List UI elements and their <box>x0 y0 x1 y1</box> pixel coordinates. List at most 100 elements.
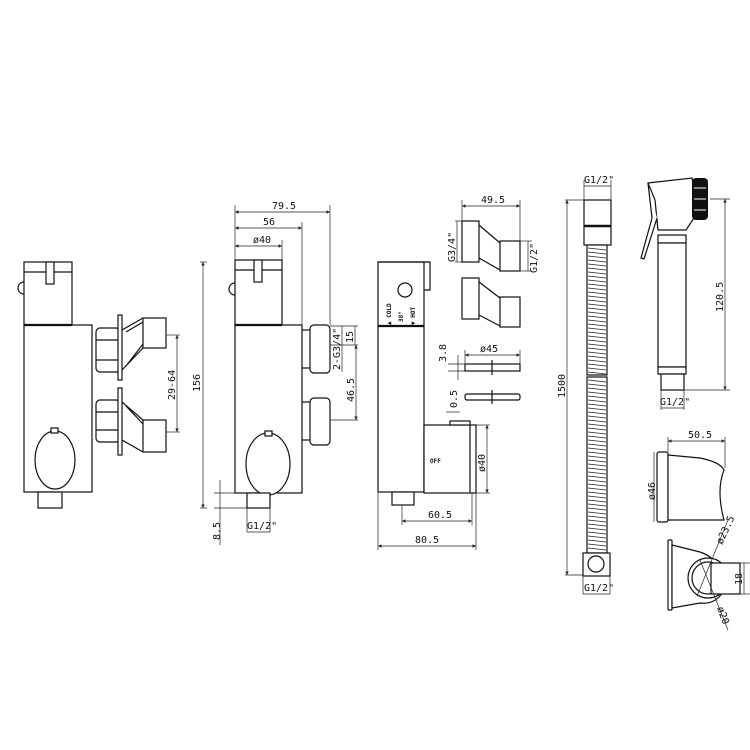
hose-rib <box>587 363 607 367</box>
hose-rib <box>587 399 607 403</box>
hose-rib <box>587 271 607 275</box>
spray-head: 120.5 G1/2" <box>640 177 730 410</box>
hose-rib <box>587 535 607 539</box>
hose-rib <box>587 359 607 363</box>
valve-view: ▲ COLD 38° ▼ HOT OFF ø40 60.5 80.5 <box>377 261 490 550</box>
side-lower-inlet <box>95 387 167 456</box>
hose-rib <box>587 475 607 479</box>
hose-rib <box>587 499 607 503</box>
hose-rib <box>587 471 607 475</box>
hose-rib <box>587 315 607 319</box>
dim-spray-length: 120.5 <box>715 282 726 312</box>
hose: G1/2" 1500 G1/2" <box>557 175 614 595</box>
temperature-indicator-icon <box>397 282 413 298</box>
side-handle-slot <box>45 261 55 285</box>
side-upper-inlet <box>95 314 167 381</box>
hose-rib <box>587 263 607 267</box>
hose-rib <box>587 467 607 471</box>
dim-knob-diameter: ø40 <box>477 454 488 472</box>
hose-rib <box>587 451 607 455</box>
dim-width-total: 79.5 <box>272 201 296 212</box>
hose-rib <box>587 319 607 323</box>
dim-ring-inner: ø20 <box>714 605 731 626</box>
side-view: 29-64 156 <box>17 261 207 509</box>
side-knob <box>34 430 76 490</box>
hose-rib <box>587 407 607 411</box>
hose-rib <box>587 311 607 315</box>
side-button <box>17 281 25 295</box>
hose-rib <box>587 539 607 543</box>
dim-hose-bottom-thread: G1/2" <box>584 583 614 594</box>
hose-rib <box>587 383 607 387</box>
hose-rib <box>587 455 607 459</box>
hose-rib <box>587 479 607 483</box>
hose-rib <box>587 447 607 451</box>
hose-rib <box>587 531 607 535</box>
hose-rib <box>587 483 607 487</box>
hose-rib <box>587 347 607 351</box>
hose-rib <box>587 299 607 303</box>
dim-washer-thickness: 3.8 <box>438 344 449 362</box>
hose-rib <box>587 507 607 511</box>
hose-rib <box>587 527 607 531</box>
hose-rib <box>587 351 607 355</box>
washers: ø45 3.8 0.5 <box>438 344 521 413</box>
hose-rib <box>587 435 607 439</box>
dim-inlet-distance: 46.5 <box>346 378 357 402</box>
wall-holder: 50.5 ø46 ø23.5 ø20 18 <box>647 430 750 631</box>
dim-elbow-inlet-thread: G3/4" <box>447 232 458 262</box>
hose-rib <box>587 255 607 259</box>
dim-width-body: 56 <box>263 217 275 228</box>
hose-rib <box>587 283 607 287</box>
hose-rib <box>587 267 607 271</box>
dim-elbow-outlet-thread: G1/2" <box>529 243 540 273</box>
hose-rib <box>587 415 607 419</box>
hose-rib <box>587 339 607 343</box>
hose-rib <box>587 515 607 519</box>
dim-hose-top-thread: G1/2" <box>584 175 614 186</box>
hose-rib <box>587 431 607 435</box>
hose-rib <box>587 543 607 547</box>
dim-holder-arm: 18 <box>734 573 745 585</box>
hose-rib <box>587 463 607 467</box>
hose-rib <box>587 495 607 499</box>
dim-elbow-length: 49.5 <box>481 195 505 206</box>
label-off: OFF <box>430 458 441 465</box>
front-view: 79.5 56 ø40 2-G3/4" 15 46.5 8.5 G1/2" <box>212 201 358 545</box>
hose-rib <box>587 379 607 383</box>
hose-rib <box>587 411 607 415</box>
hose-rib <box>587 423 607 427</box>
label-temp: 38° <box>398 311 405 322</box>
hose-rib <box>587 327 607 331</box>
hose-rib <box>587 295 607 299</box>
hose-rib <box>587 343 607 347</box>
dim-outlet-projection: 8.5 <box>212 522 223 540</box>
dim-gasket: 0.5 <box>449 390 460 408</box>
hose-rib <box>587 371 607 375</box>
hose-rib <box>587 259 607 263</box>
dim-depth: 80.5 <box>415 535 439 546</box>
dim-outlet-offset: 60.5 <box>428 510 452 521</box>
dim-hose-length: 1500 <box>557 374 568 398</box>
hose-rib <box>587 323 607 327</box>
hose-rib <box>587 355 607 359</box>
hose-rib <box>587 387 607 391</box>
hose-rib <box>587 291 607 295</box>
hose-rib <box>587 331 607 335</box>
dim-inlet-thread: 2-G3/4" <box>332 328 343 370</box>
hose-rib <box>587 367 607 371</box>
hose-rib <box>587 519 607 523</box>
hose-rib <box>587 427 607 431</box>
elbow-fittings: 49.5 G3/4" G1/2" <box>447 195 540 328</box>
hose-rib <box>587 335 607 339</box>
dim-cap-diameter: ø40 <box>253 235 271 246</box>
hose-rib <box>587 419 607 423</box>
hose-rib <box>587 279 607 283</box>
side-outlet <box>37 491 63 509</box>
hose-rib <box>587 275 607 279</box>
hose-rib <box>587 287 607 291</box>
dim-spray-thread: G1/2" <box>660 397 690 408</box>
hose-rib <box>587 403 607 407</box>
dim-side-height: 156 <box>192 374 203 392</box>
